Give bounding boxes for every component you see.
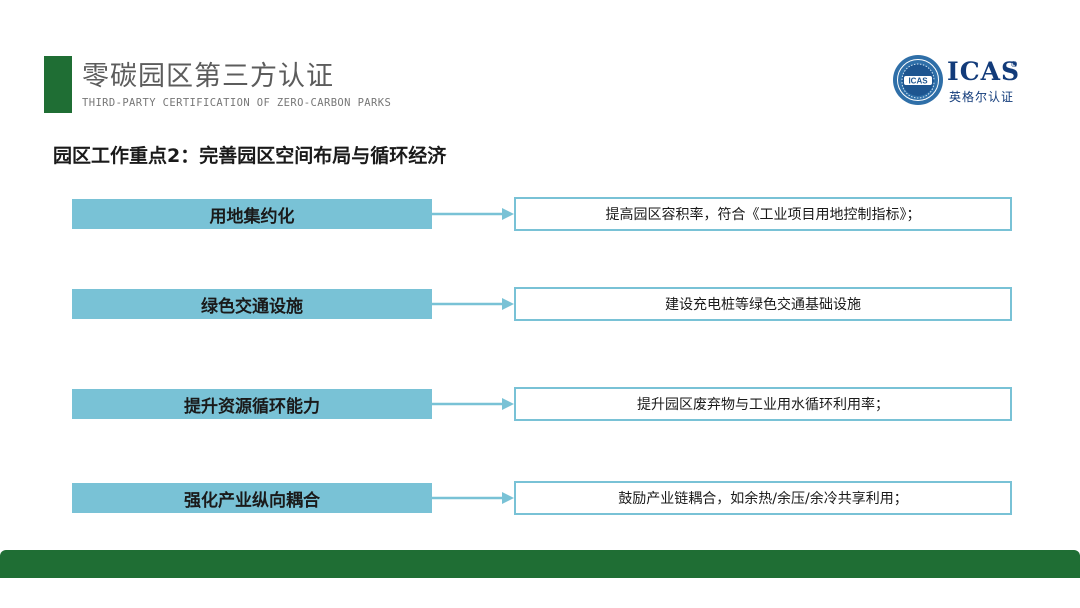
arrow-right-icon [432, 208, 514, 220]
focus-row: 用地集约化 提高园区容积率，符合《工业项目用地控制指标》； [0, 197, 1080, 231]
focus-row: 强化产业纵向耦合 鼓励产业链耦合，如余热/余压/余冷共享利用； [0, 481, 1080, 515]
focus-row: 绿色交通设施 建设充电桩等绿色交通基础设施 [0, 287, 1080, 321]
row-label: 提升资源循环能力 [72, 389, 432, 419]
arrow-right-icon [432, 398, 514, 410]
row-label: 强化产业纵向耦合 [72, 483, 432, 513]
seal-text: ICAS [908, 77, 928, 86]
row-description: 提升园区废弃物与工业用水循环利用率； [514, 387, 1012, 421]
page-subtitle: THIRD-PARTY CERTIFICATION OF ZERO-CARBON… [82, 97, 392, 109]
icas-logo: ICAS ICAS ® 英格尔认证 [892, 54, 1022, 106]
row-description: 建设充电桩等绿色交通基础设施 [514, 287, 1012, 321]
logo-wordmark: ICAS [947, 57, 1021, 86]
row-label: 绿色交通设施 [72, 289, 432, 319]
registered-mark: ® [1010, 60, 1018, 69]
header-accent-bar [44, 56, 72, 113]
arrow-right-icon [432, 492, 514, 504]
focus-row: 提升资源循环能力 提升园区废弃物与工业用水循环利用率； [0, 387, 1080, 421]
row-label: 用地集约化 [72, 199, 432, 229]
row-description: 提高园区容积率，符合《工业项目用地控制指标》； [514, 197, 1012, 231]
section-heading: 园区工作重点2：完善园区空间布局与循环经济 [53, 145, 447, 167]
arrow-right-icon [432, 298, 514, 310]
certification-seal-icon: ICAS [893, 55, 943, 105]
row-description: 鼓励产业链耦合，如余热/余压/余冷共享利用； [514, 481, 1012, 515]
page-title: 零碳园区第三方认证 [82, 61, 334, 92]
logo-subtitle: 英格尔认证 [949, 90, 1015, 104]
footer-bar [0, 550, 1080, 578]
